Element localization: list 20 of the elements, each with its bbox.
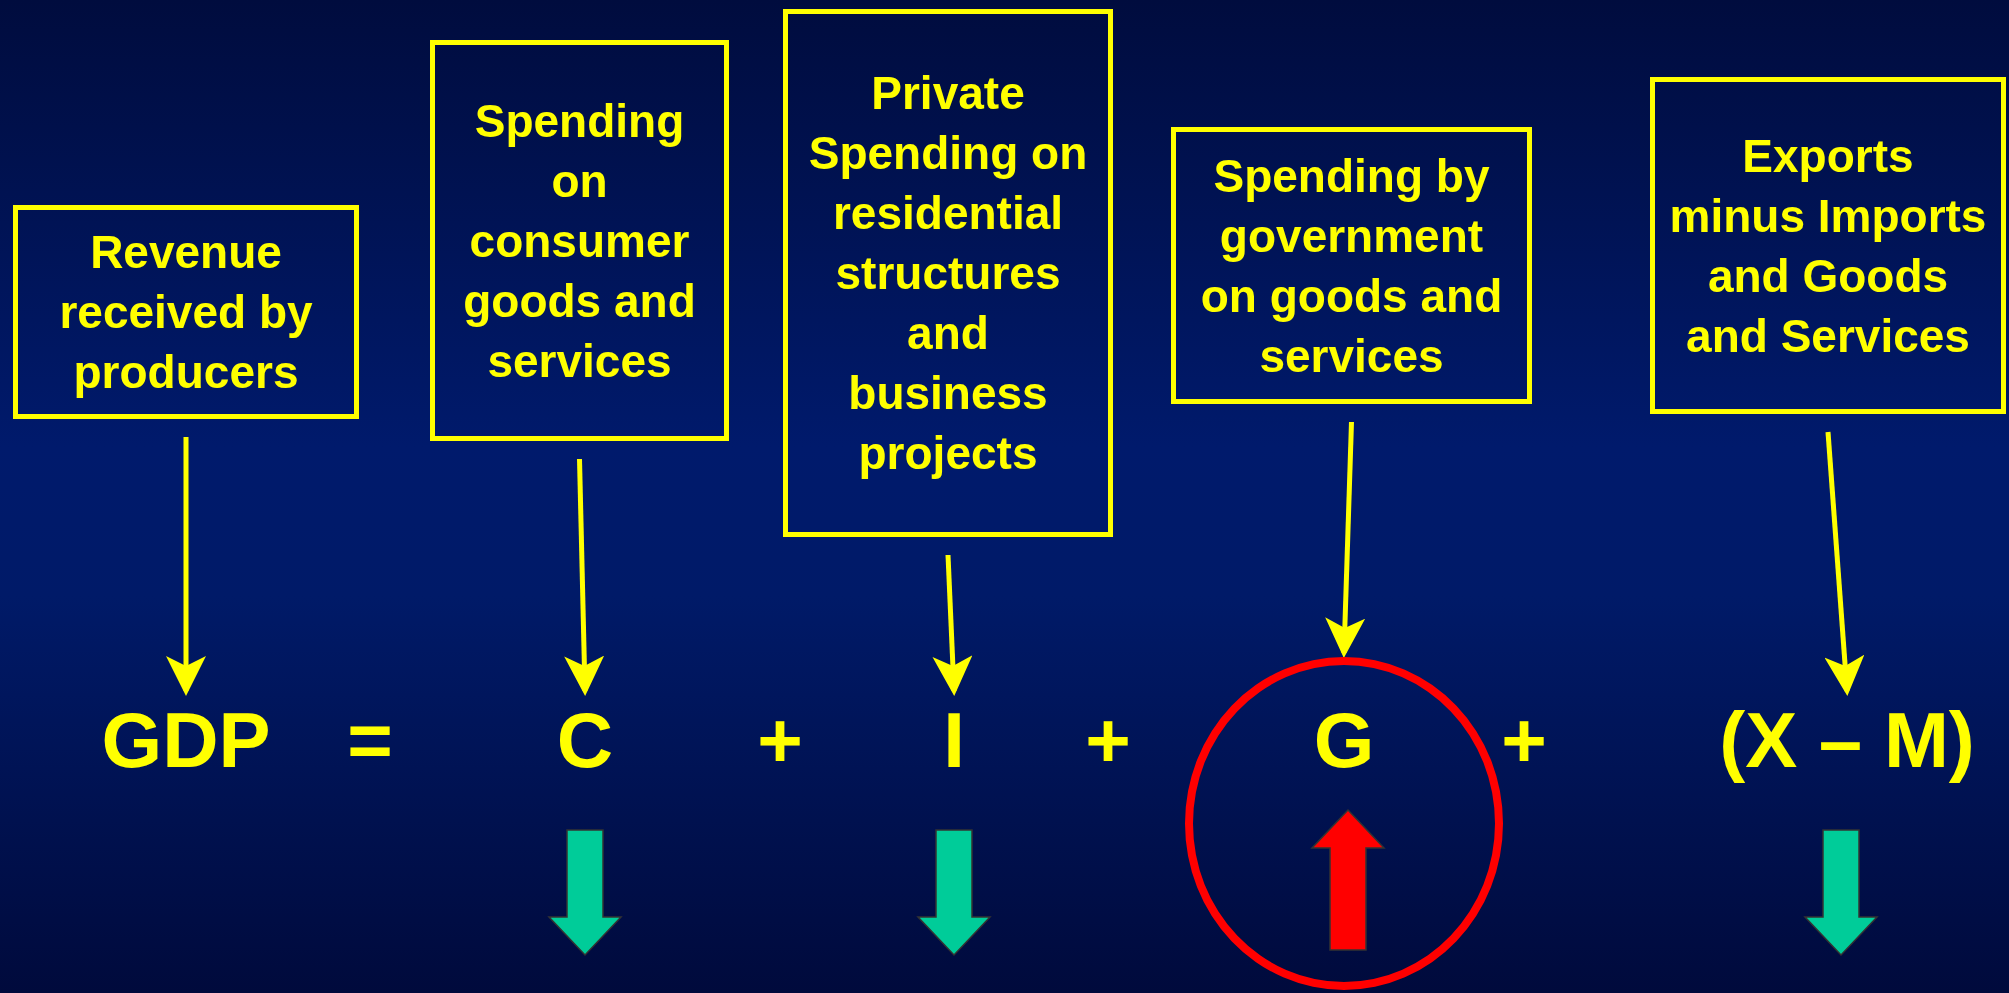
equation-term: C bbox=[535, 695, 635, 785]
arrow bbox=[1824, 431, 1865, 696]
arrow bbox=[166, 437, 206, 696]
operator-sign: + bbox=[1084, 695, 1132, 785]
text-box: Spending by government on goods and services bbox=[1171, 127, 1532, 404]
highlight-circle bbox=[1185, 657, 1503, 990]
equation-term: GDP bbox=[86, 695, 286, 785]
operator-sign: + bbox=[1500, 695, 1548, 785]
text-box: Private Spending on residential structures and business projects bbox=[783, 9, 1113, 537]
arrow bbox=[564, 458, 605, 696]
equation-term: (X – M) bbox=[1697, 695, 1997, 785]
arrow bbox=[932, 554, 973, 696]
operator-sign: = bbox=[346, 695, 394, 785]
equation-term: I bbox=[914, 695, 994, 785]
text-box: Revenue received by producers bbox=[13, 205, 359, 419]
arrow bbox=[1325, 421, 1366, 658]
text-box: Spending on consumer goods and services bbox=[430, 40, 729, 441]
operator-sign: + bbox=[756, 695, 804, 785]
equation-term: G bbox=[1312, 695, 1376, 785]
text-box: Exports minus Imports and Goods and Services bbox=[1650, 77, 2006, 414]
